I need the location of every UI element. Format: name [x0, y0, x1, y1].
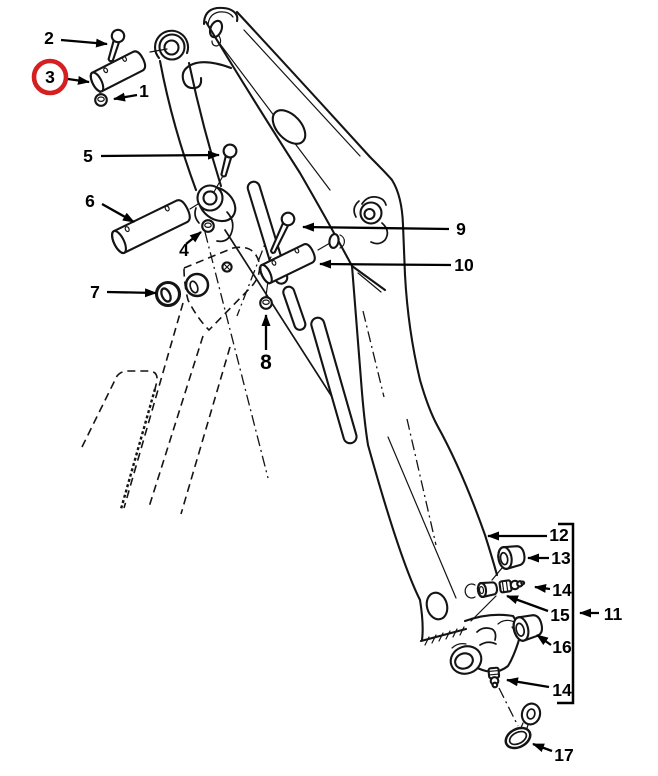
- pin-part-6: [111, 199, 191, 255]
- callout-17: 17: [554, 745, 573, 765]
- callout-10: 10: [454, 255, 474, 275]
- grease-fitting-part-14-upper: [498, 579, 526, 594]
- callout-16: 16: [552, 637, 572, 657]
- callout-labels: 1 2 3 4 5 6 7 8 9 10 11 12 13 14 15 16 1…: [31, 28, 623, 765]
- callout-9: 9: [456, 219, 466, 239]
- callout-14-upper: 14: [552, 580, 572, 600]
- arrow-to-part-6: [101, 202, 135, 224]
- arrow-to-part-14-upper: [534, 583, 551, 593]
- clevis-end: [449, 613, 522, 675]
- hidden-cylinder-dashed-outline: [81, 246, 261, 515]
- bolt-part-2: [107, 28, 126, 63]
- arm-lower-hole: [425, 591, 449, 621]
- callout-6: 6: [85, 191, 95, 211]
- callout-arrows: [60, 38, 599, 753]
- grease-fitting-part-14-lower: [487, 666, 501, 689]
- spacer-part-15: [464, 581, 499, 599]
- arrow-to-part-15: [506, 594, 549, 613]
- pin-part-3: [89, 50, 147, 93]
- arrow-to-part-1: [113, 92, 138, 102]
- arrow-to-part-10: [319, 259, 452, 269]
- arrow-to-part-3: [67, 75, 90, 85]
- leader-lines: [99, 48, 521, 639]
- bolt-part-9: [269, 211, 296, 254]
- bolt-part-5: [220, 143, 238, 178]
- hidden-bore: [184, 272, 210, 298]
- nut-part-8: [259, 296, 273, 310]
- link-pin-bore: [328, 233, 345, 249]
- callout-4: 4: [179, 240, 189, 260]
- nut-part-4: [201, 219, 215, 233]
- callout-2: 2: [44, 28, 54, 48]
- arrow-to-part-7: [106, 288, 157, 298]
- lightening-slots: [246, 180, 358, 445]
- exploded-parts: [89, 28, 544, 750]
- callout-13: 13: [551, 548, 571, 568]
- arrow-to-part-17: [532, 742, 553, 753]
- arrow-to-part-9: [302, 222, 450, 232]
- arrow-to-part-16: [536, 634, 552, 646]
- arrow-to-part-2: [60, 38, 108, 48]
- callout-11: 11: [604, 604, 623, 624]
- callout-15: 15: [550, 605, 570, 625]
- boom-oval-hole: [271, 109, 307, 145]
- callout-3: 3: [45, 67, 55, 87]
- boom-arm-structure: [154, 6, 522, 675]
- end-cap-hatch: [419, 626, 468, 646]
- boom-top-hole: [208, 19, 224, 47]
- seal-part-7: [154, 280, 182, 308]
- grease-fitting-icon: [221, 261, 233, 273]
- center-pivot-boss: [194, 184, 237, 243]
- callout-1: 1: [139, 81, 149, 101]
- nut-part-1: [94, 93, 108, 107]
- callout-8: 8: [260, 351, 272, 374]
- callout-7: 7: [90, 282, 100, 302]
- arrow-to-part-4: [185, 231, 202, 245]
- callout-12: 12: [549, 525, 569, 545]
- top-pivot-boss: [154, 29, 190, 61]
- ring-pin-part-17: [504, 702, 542, 750]
- arrow-to-part-14-lower: [506, 677, 550, 689]
- pin-part-10: [259, 243, 316, 285]
- side-link-boss: [353, 196, 389, 245]
- arrow-to-part-5: [100, 150, 220, 160]
- group-bracket-11: [557, 522, 575, 705]
- callout-5: 5: [83, 146, 93, 166]
- bushing-part-16: [512, 614, 544, 642]
- bushing-part-13: [497, 545, 526, 570]
- callout-14-lower: 14: [552, 680, 572, 700]
- callout-3-highlight-circle: [31, 58, 69, 96]
